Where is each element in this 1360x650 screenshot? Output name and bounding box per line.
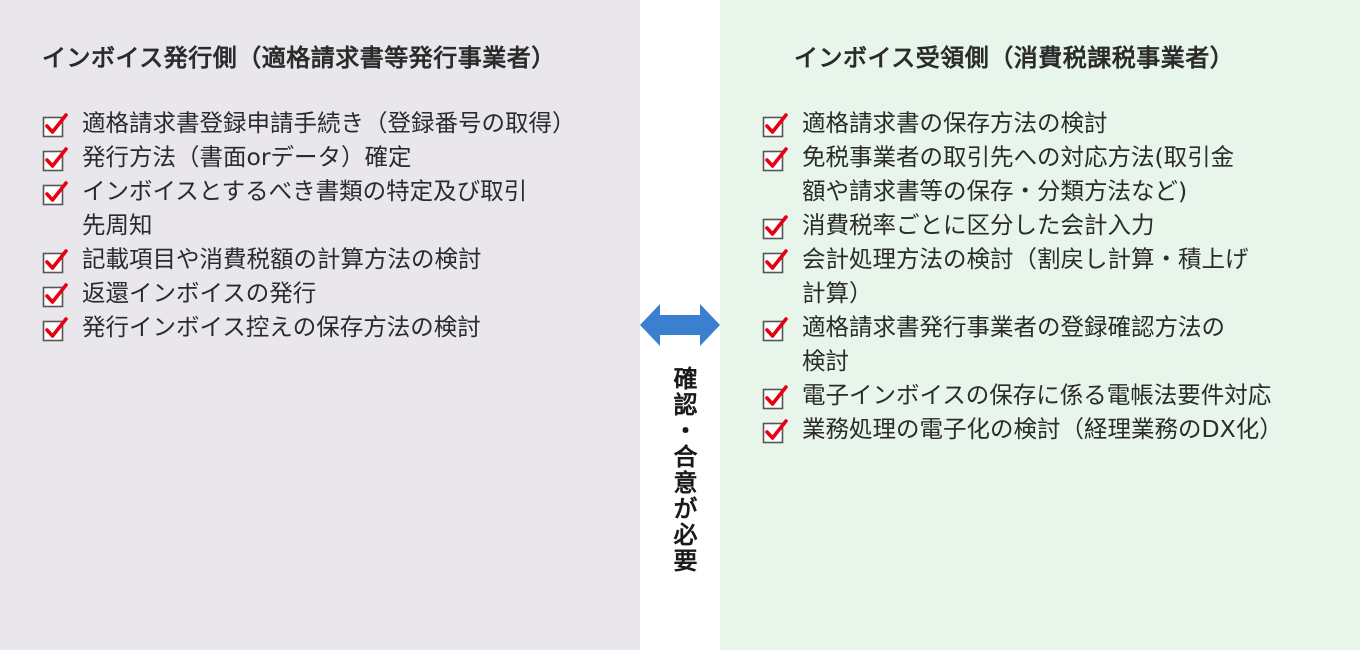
issuer-item-text: 先周知 xyxy=(82,211,153,239)
receiver-item-text: 業務処理の電子化の検討（経理業務のDX化） xyxy=(802,415,1283,443)
receiver-title: インボイス受領側（消費税課税事業者） xyxy=(794,44,1235,72)
checkbox-checked-icon xyxy=(42,282,68,308)
checkbox-checked-icon xyxy=(762,384,788,410)
receiver-item-text: 検討 xyxy=(802,347,849,375)
issuer-item: 発行インボイス控えの保存方法の検討 xyxy=(42,310,576,344)
issuer-item: 返還インボイスの発行 xyxy=(42,276,576,310)
receiver-checklist: 適格請求書の保存方法の検討免税事業者の取引先への対応方法(取引金額や請求書等の保… xyxy=(762,106,1283,446)
checkbox-checked-icon xyxy=(42,112,68,138)
issuer-item-text: 記載項目や消費税額の計算方法の検討 xyxy=(82,245,482,273)
receiver-panel: インボイス受領側（消費税課税事業者） xyxy=(720,0,1360,650)
issuer-title: インボイス発行側（適格請求書等発行事業者） xyxy=(42,44,556,72)
issuer-item-text: 適格請求書登録申請手続き（登録番号の取得） xyxy=(82,109,576,137)
issuer-item-text: 発行方法（書面orデータ）確定 xyxy=(82,143,412,171)
receiver-item-text: 適格請求書発行事業者の登録確認方法の xyxy=(802,313,1225,341)
issuer-item-text: 返還インボイスの発行 xyxy=(82,279,317,307)
checkbox-checked-icon xyxy=(762,316,788,342)
receiver-item: 業務処理の電子化の検討（経理業務のDX化） xyxy=(762,412,1283,446)
checkbox-checked-icon xyxy=(42,146,68,172)
issuer-checklist: 適格請求書登録申請手続き（登録番号の取得） 発行方法（書面orデータ）確定インボイ… xyxy=(42,106,576,344)
checkbox-checked-icon xyxy=(42,180,68,206)
receiver-item-text: 会計処理方法の検討（割戻し計算・積上げ xyxy=(802,245,1249,273)
receiver-item: 適格請求書発行事業者の登録確認方法の検討 xyxy=(762,310,1283,378)
receiver-item: 免税事業者の取引先への対応方法(取引金額や請求書等の保存・分類方法など) xyxy=(762,140,1283,208)
checkbox-checked-icon xyxy=(762,112,788,138)
receiver-item: 会計処理方法の検討（割戻し計算・積上げ計算） xyxy=(762,242,1283,310)
receiver-item-text: 電子インボイスの保存に係る電帳法要件対応 xyxy=(802,381,1272,409)
double-arrow-icon xyxy=(640,302,720,348)
issuer-item: インボイスとするべき書類の特定及び取引先周知 xyxy=(42,174,576,242)
receiver-item-text: 計算） xyxy=(802,279,873,307)
receiver-item-text: 免税事業者の取引先への対応方法(取引金 xyxy=(802,143,1235,171)
receiver-item: 電子インボイスの保存に係る電帳法要件対応 xyxy=(762,378,1283,412)
checkbox-checked-icon xyxy=(762,146,788,172)
issuer-item-text: 発行インボイス控えの保存方法の検討 xyxy=(82,313,481,341)
issuer-item: 記載項目や消費税額の計算方法の検討 xyxy=(42,242,576,276)
issuer-item: 発行方法（書面orデータ）確定 xyxy=(42,140,576,174)
issuer-item-text: インボイスとするべき書類の特定及び取引 xyxy=(82,177,528,205)
checkbox-checked-icon xyxy=(42,316,68,342)
checkbox-checked-icon xyxy=(762,418,788,444)
receiver-item-text: 消費税率ごとに区分した会計入力 xyxy=(802,211,1155,239)
receiver-item: 適格請求書の保存方法の検討 xyxy=(762,106,1283,140)
receiver-item-text: 額や請求書等の保存・分類方法など) xyxy=(802,177,1188,205)
checkbox-checked-icon xyxy=(762,248,788,274)
agreement-label: 確認・合意が必要 xyxy=(669,366,697,574)
checkbox-checked-icon xyxy=(762,214,788,240)
center-connector: 確認・合意が必要 xyxy=(640,0,720,650)
issuer-item: 適格請求書登録申請手続き（登録番号の取得） xyxy=(42,106,576,140)
receiver-item-text: 適格請求書の保存方法の検討 xyxy=(802,109,1108,137)
receiver-item: 消費税率ごとに区分した会計入力 xyxy=(762,208,1283,242)
checkbox-checked-icon xyxy=(42,248,68,274)
issuer-panel: インボイス発行側（適格請求書等発行事業者） xyxy=(0,0,640,650)
